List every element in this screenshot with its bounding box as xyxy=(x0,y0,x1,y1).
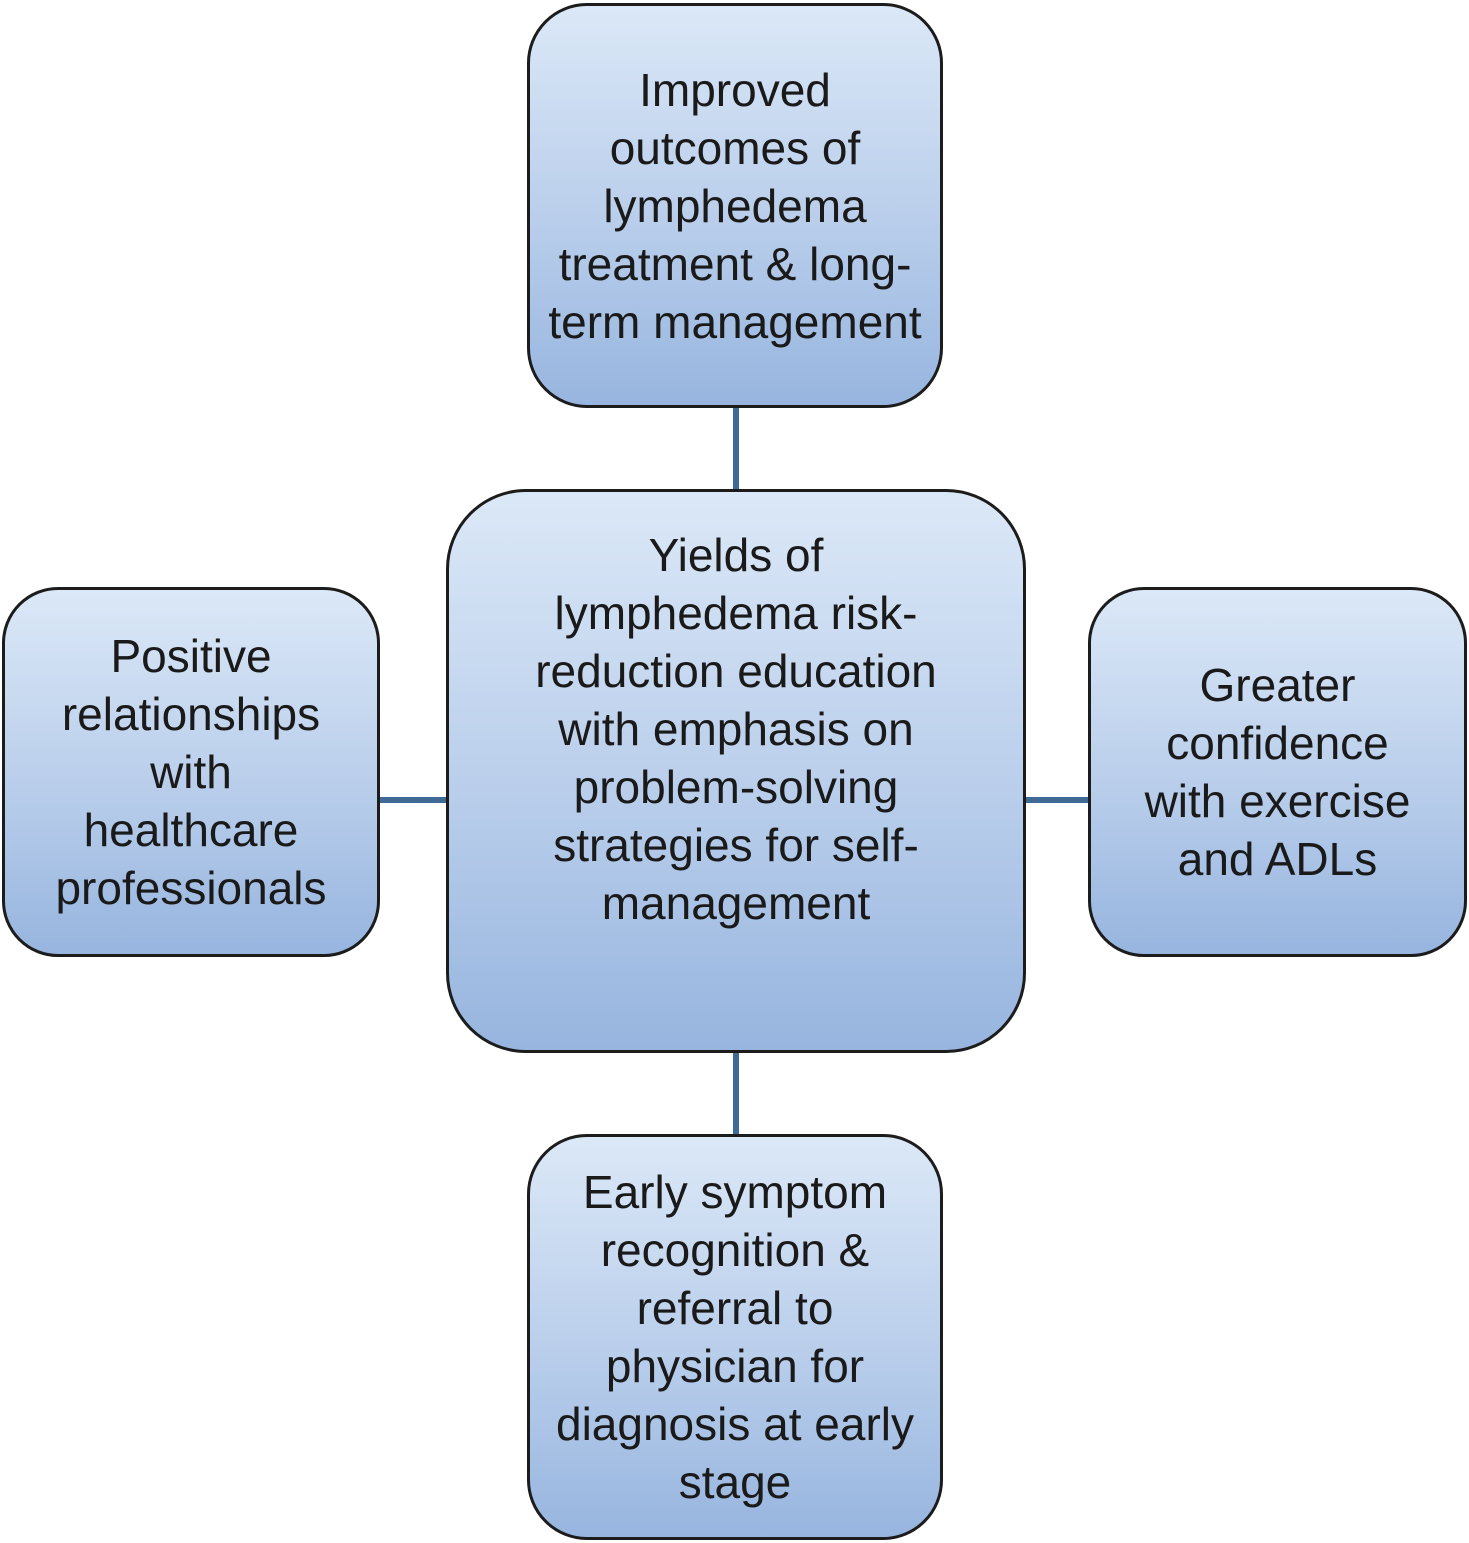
connector-bottom xyxy=(733,1050,739,1138)
connector-right xyxy=(1021,797,1091,803)
connector-top xyxy=(733,405,739,492)
node-left: Positive relationships with healthcare p… xyxy=(2,587,380,957)
node-bottom-text: Early symptom recognition & referral to … xyxy=(556,1166,914,1508)
node-top-text: Improved outcomes of lymphedema treatmen… xyxy=(548,63,922,348)
node-center-text: Yields of lymphedema risk- reduction edu… xyxy=(535,529,937,929)
node-right-text: Greater confidence with exercise and ADL… xyxy=(1144,659,1411,885)
node-left-text: Positive relationships with healthcare p… xyxy=(55,630,327,914)
node-center: Yields of lymphedema risk- reduction edu… xyxy=(446,489,1026,1053)
node-right: Greater confidence with exercise and ADL… xyxy=(1088,587,1467,957)
node-bottom: Early symptom recognition & referral to … xyxy=(527,1134,943,1540)
node-top: Improved outcomes of lymphedema treatmen… xyxy=(527,3,943,408)
connector-left xyxy=(378,797,448,803)
